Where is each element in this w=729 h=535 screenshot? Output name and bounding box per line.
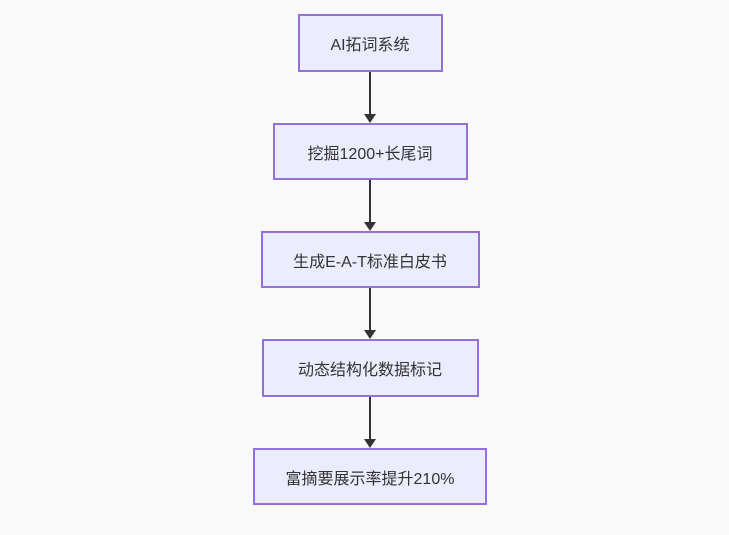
arrowhead-down-icon (364, 439, 376, 448)
arrowhead-down-icon (364, 114, 376, 123)
flowchart-node-longtail-keywords: 挖掘1200+长尾词 (272, 123, 468, 180)
arrow-line (369, 180, 371, 222)
flowchart: AI拓词系统 挖掘1200+长尾词 生成E-A-T标准白皮书 动态结构化数据标记… (253, 14, 487, 505)
flowchart-node-structured-data-markup: 动态结构化数据标记 (261, 339, 479, 397)
flow-arrow-1 (364, 72, 376, 123)
flow-arrow-4 (364, 397, 376, 448)
flowchart-node-rich-snippet-result: 富摘要展示率提升210% (253, 448, 487, 505)
arrow-line (369, 288, 371, 330)
flowchart-node-eat-whitepaper: 生成E-A-T标准白皮书 (260, 231, 480, 288)
arrow-line (369, 72, 371, 114)
flow-arrow-2 (364, 180, 376, 231)
arrowhead-down-icon (364, 330, 376, 339)
flow-arrow-3 (364, 288, 376, 339)
arrowhead-down-icon (364, 222, 376, 231)
arrow-line (369, 397, 371, 439)
flowchart-node-ai-word-system: AI拓词系统 (297, 14, 443, 72)
